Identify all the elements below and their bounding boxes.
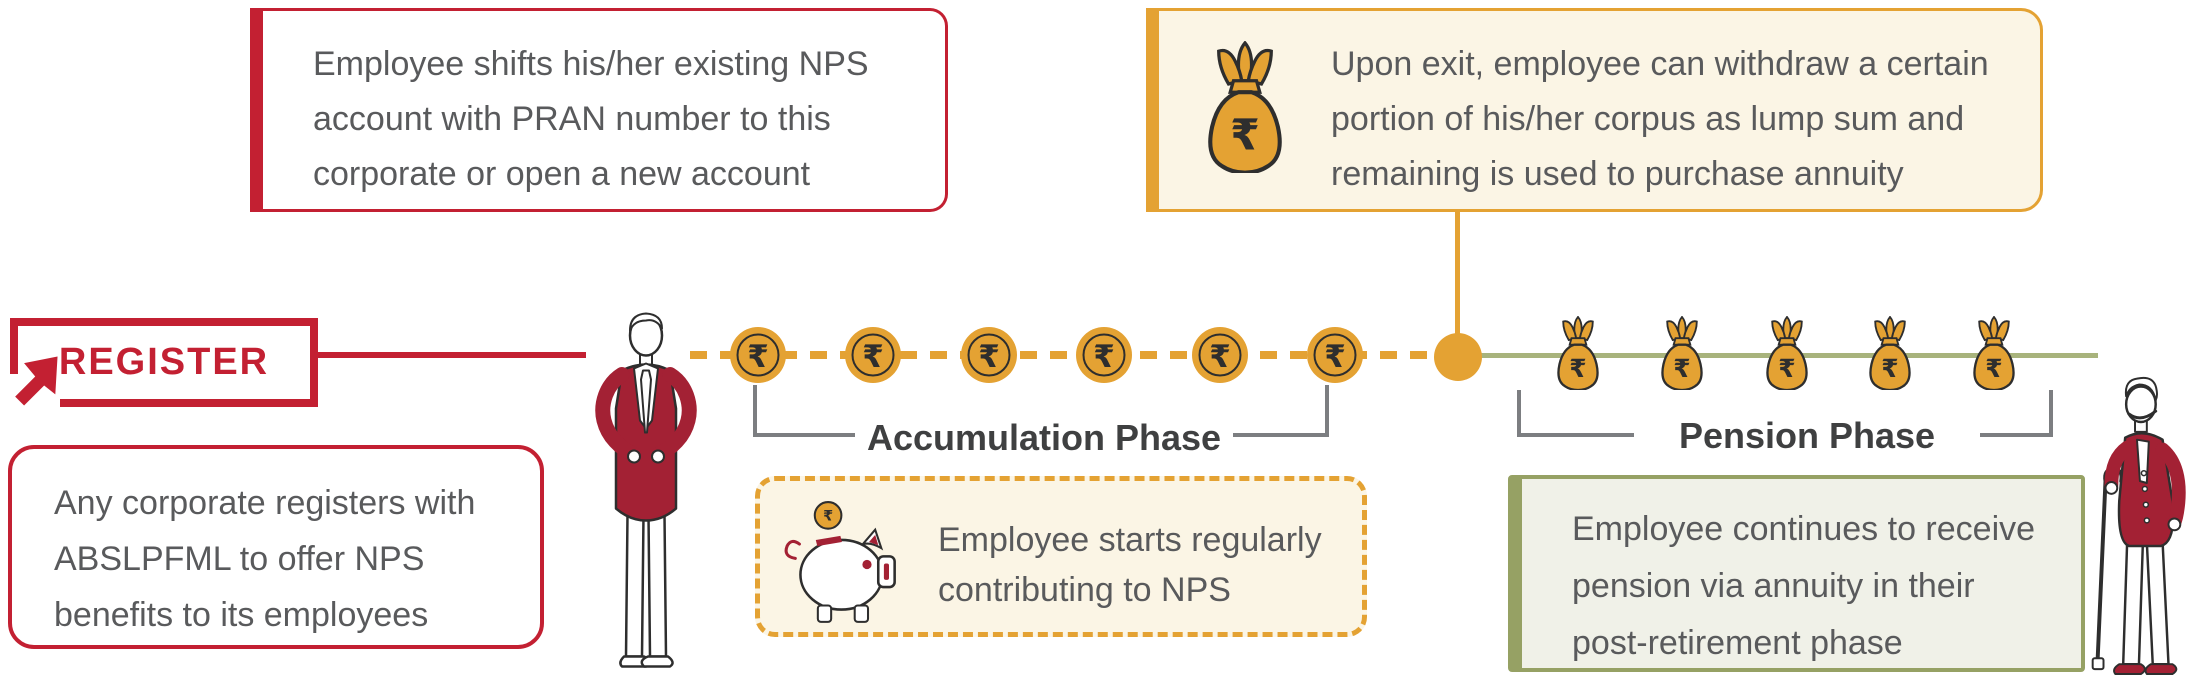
rupee-coin-icon: ₹: [730, 327, 786, 383]
pension-phase-label: Pension Phase: [1634, 410, 1980, 462]
rupee-symbol: ₹: [1230, 111, 1260, 161]
employee-figure: [576, 308, 716, 674]
money-bag-icon: ₹: [1656, 316, 1708, 390]
money-bag-icon: ₹: [1199, 41, 1291, 173]
money-bag-icon: ₹: [1864, 316, 1916, 390]
accumulation-phase-text: Accumulation Phase: [866, 416, 1222, 458]
pension-callout: Employee continues to receive pension vi…: [1508, 475, 2085, 672]
rupee-symbol: ₹: [1673, 354, 1690, 383]
register-label: REGISTER: [58, 341, 270, 383]
withdraw-callout: ₹ Upon exit, employee can withdraw a cer…: [1146, 8, 2043, 212]
rupee-coin-icon: ₹: [1192, 327, 1248, 383]
rupee-symbol: ₹: [1569, 354, 1586, 383]
rupee-symbol: ₹: [1778, 354, 1795, 383]
money-bag-icon: ₹: [1552, 316, 1604, 390]
rupee-symbol: ₹: [978, 339, 1000, 375]
cursor-arrow-icon: [4, 352, 62, 410]
withdraw-text: Upon exit, employee can withdraw a certa…: [1331, 45, 1989, 193]
money-bag-icon: ₹: [1761, 316, 1813, 390]
rupee-symbol: ₹: [862, 339, 884, 375]
rupee-symbol: ₹: [1985, 354, 2002, 383]
rupee-symbol: ₹: [1209, 339, 1231, 375]
rupee-symbol: ₹: [823, 509, 833, 525]
piggy-bank-icon: ₹: [776, 499, 916, 627]
rupee-coin-icon: ₹: [1076, 327, 1132, 383]
shift-account-text: Employee shifts his/her existing NPS acc…: [313, 45, 869, 193]
accumulation-phase-label: Accumulation Phase: [855, 413, 1233, 462]
rupee-coin-icon: ₹: [1307, 327, 1363, 383]
rupee-coin-icon: ₹: [961, 327, 1017, 383]
shift-account-callout: Employee shifts his/her existing NPS acc…: [250, 8, 948, 212]
money-bag-icon: ₹: [1968, 316, 2020, 390]
pension-text: Employee continues to receive pension vi…: [1572, 510, 2036, 662]
rupee-symbol: ₹: [1881, 354, 1898, 383]
corporate-register-callout: Any corporate registers with ABSLPFML to…: [8, 445, 544, 649]
contribution-callout: ₹ Employee starts regularly contributing…: [755, 476, 1367, 637]
rupee-symbol: ₹: [1324, 339, 1346, 375]
withdraw-drop-line: [1455, 211, 1460, 336]
register-connector-line: [318, 352, 586, 358]
pension-phase-text: Pension Phase: [1678, 415, 1936, 456]
accumulation-dashed-line: [690, 351, 1446, 359]
corporate-register-text: Any corporate registers with ABSLPFML to…: [54, 484, 476, 634]
rupee-symbol: ₹: [747, 339, 769, 375]
rupee-symbol: ₹: [1093, 339, 1115, 375]
retiree-figure: [2072, 352, 2200, 679]
exit-point-dot: [1434, 333, 1482, 381]
rupee-coin-icon: ₹: [845, 327, 901, 383]
register-button[interactable]: REGISTER: [10, 318, 318, 407]
contribution-text: Employee starts regularly contributing t…: [938, 521, 1322, 609]
